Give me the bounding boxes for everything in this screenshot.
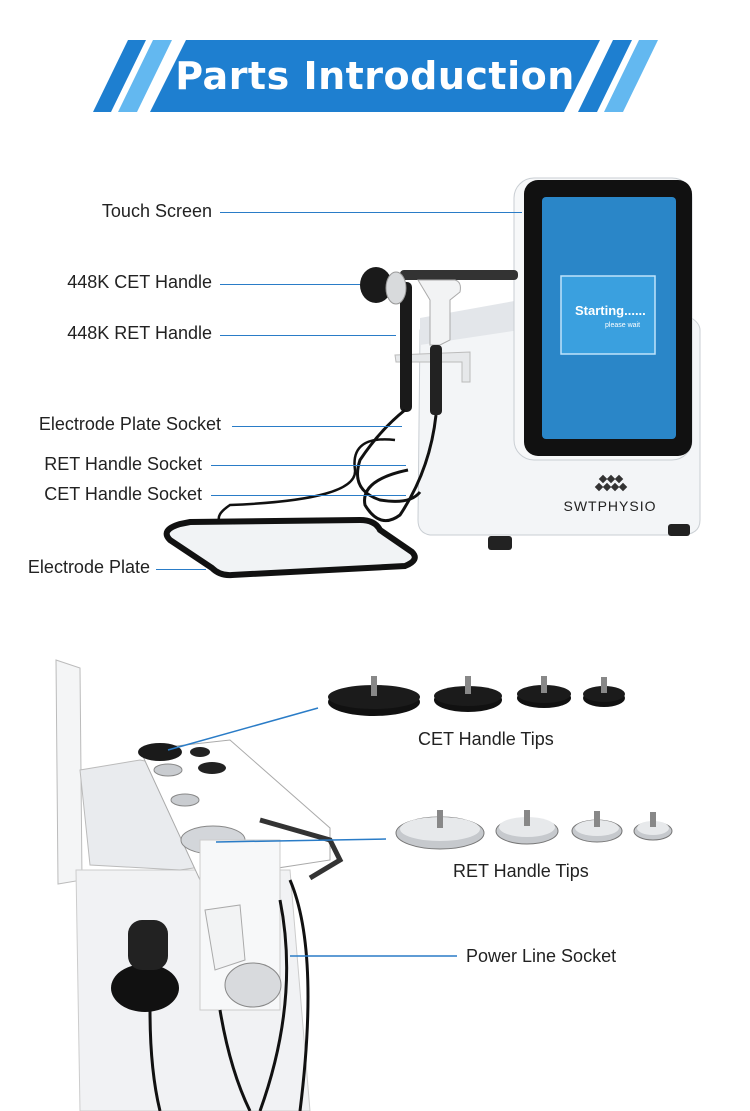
closeup-cet-handle-tip [111, 964, 179, 1012]
leader-electrode-plate-socket [232, 426, 402, 427]
leader-electrode-plate [156, 569, 206, 570]
closeup-cables [148, 879, 310, 1111]
closeup-ret-handle [204, 904, 246, 971]
banner-main-band [150, 40, 600, 112]
closeup-ret-handle-tip [224, 962, 282, 1008]
label-electrode-plate-socket: Electrode Plate Socket [38, 414, 221, 434]
ret-handle-tip [385, 271, 407, 305]
label-ret-handle: 448K RET Handle [67, 323, 212, 343]
banner-right-stripe-2 [604, 40, 658, 112]
handle-rail [400, 270, 518, 280]
cable-3 [217, 438, 396, 523]
label-cet-handle: 448K CET Handle [67, 272, 212, 292]
leader-cet-tips [167, 707, 319, 751]
screen-wait-text: please wait [605, 322, 640, 329]
label-ret-handle-socket: RET Handle Socket [44, 454, 202, 474]
cet-handle-tip [360, 267, 392, 303]
cet-handle-body [400, 282, 412, 412]
label-power-line-socket: Power Line Socket [466, 946, 617, 966]
closeup-cet-handle [128, 920, 168, 970]
leader-touch-screen [220, 212, 522, 213]
brand-name: SWTPHYSIO [563, 498, 656, 514]
page-title: Parts Introduction [175, 54, 575, 98]
title-banner [93, 40, 658, 112]
leader-ret-handle-socket [211, 465, 406, 466]
leader-ret-tips [215, 838, 387, 843]
handle-holder [394, 351, 471, 383]
screen-dialog [560, 275, 656, 355]
brand-logo-icon [594, 474, 628, 492]
closeup-screen-panel [55, 659, 83, 885]
banner-left-stripe-1 [93, 40, 146, 112]
cable-1 [356, 408, 422, 503]
tray-ret-tip-2 [170, 793, 200, 807]
ret-handle-body [417, 279, 461, 346]
screen-starting-text: Starting...... [575, 303, 646, 318]
tray-edge [259, 817, 344, 881]
tray-cet-tip-1 [138, 743, 182, 761]
tray-cet-tip-2 [190, 747, 210, 757]
ret-tips-row [395, 810, 673, 850]
label-ret-handle-tips: RET Handle Tips [453, 861, 589, 881]
banner-right-stripe-1 [578, 40, 632, 112]
label-touch-screen: Touch Screen [101, 201, 212, 221]
tray-cet-tip-3 [198, 762, 226, 774]
leader-cet-handle [220, 284, 360, 285]
label-cet-handle-tips: CET Handle Tips [418, 729, 554, 749]
electrode-plate [163, 516, 418, 579]
label-electrode-plate: Electrode Plate [27, 557, 150, 577]
device-foot-left [488, 536, 512, 550]
leader-cet-handle-socket [211, 495, 406, 496]
tray-ret-tip-1 [153, 763, 183, 777]
cet-tips-row [328, 676, 625, 716]
cable-2 [363, 414, 438, 523]
device-foot-right [668, 524, 690, 536]
leader-ret-handle [220, 335, 396, 336]
label-cet-handle-socket: CET Handle Socket [44, 484, 202, 504]
banner-left-stripe-2 [118, 40, 172, 112]
